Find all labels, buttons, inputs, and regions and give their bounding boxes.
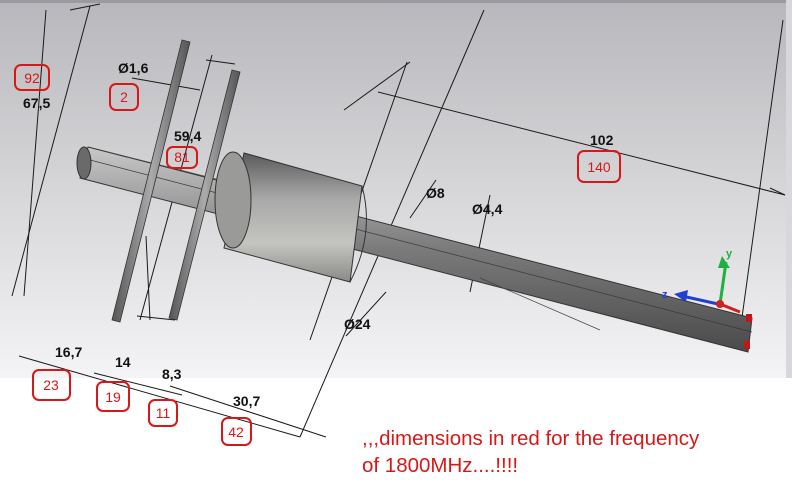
dim-diameter-4-4-label: Ø4,4 xyxy=(472,201,503,217)
dim-diameter-8-label: Ø8 xyxy=(426,185,445,201)
director-elements xyxy=(111,39,241,323)
axes-triad: y z xyxy=(662,248,741,314)
y-axis-arrow xyxy=(718,261,728,305)
feed-marker-bottom xyxy=(744,341,750,349)
red-box-11 xyxy=(148,399,178,427)
axis-y-label: y xyxy=(726,248,733,260)
cylinder-element xyxy=(214,151,367,283)
frequency-note: ,,,dimensions in red for the frequency o… xyxy=(362,425,782,479)
red-box-140 xyxy=(577,150,621,183)
red-dim-140-label: 140 xyxy=(587,159,611,175)
axes-origin xyxy=(716,300,724,308)
z-axis-arrow xyxy=(681,294,719,306)
frequency-note-line-2: of 1800MHz....!!!! xyxy=(362,454,519,477)
red-box-81 xyxy=(166,146,198,169)
red-dim-2-label: 2 xyxy=(120,89,128,105)
feed-marker-top xyxy=(746,314,752,322)
dimension-labels-red: 92 2 81 140 23 19 11 42 xyxy=(14,64,621,446)
red-box-42 xyxy=(221,417,252,446)
frequency-note-line-1: ,,,dimensions in red for the frequency xyxy=(362,427,700,450)
viewport-right-border xyxy=(786,0,792,378)
dim-diameter-1-6-label: Ø1,6 xyxy=(118,60,149,76)
dim-102-label: 102 xyxy=(590,132,614,148)
dim-16-7-label: 16,7 xyxy=(55,344,82,360)
z-axis-arrowhead xyxy=(674,290,688,302)
dimension-labels-black: 67,5 Ø1,6 59,4 102 Ø8 Ø4,4 Ø24 16,7 14 8… xyxy=(23,60,614,409)
red-box-2 xyxy=(109,83,139,111)
axis-z-label: z xyxy=(662,289,668,301)
viewport-top-border xyxy=(0,0,792,3)
dim-14-label: 14 xyxy=(115,354,131,370)
dim-59-4-label: 59,4 xyxy=(174,128,201,144)
red-dim-81-label: 81 xyxy=(174,149,190,165)
red-box-19 xyxy=(96,381,130,412)
red-box-92 xyxy=(14,64,50,91)
red-dim-42-label: 42 xyxy=(228,424,244,440)
dim-8-3-label: 8,3 xyxy=(162,366,182,382)
red-dim-19-label: 19 xyxy=(105,389,121,405)
dim-diameter-24-label: Ø24 xyxy=(344,316,371,332)
red-box-23 xyxy=(32,369,71,401)
dim-67-5-label: 67,5 xyxy=(23,95,50,111)
red-dim-92-label: 92 xyxy=(24,70,40,86)
dim-30-7-label: 30,7 xyxy=(233,393,260,409)
y-axis-arrowhead xyxy=(718,256,730,268)
red-dim-11-label: 11 xyxy=(156,405,171,421)
red-dim-23-label: 23 xyxy=(43,377,59,393)
